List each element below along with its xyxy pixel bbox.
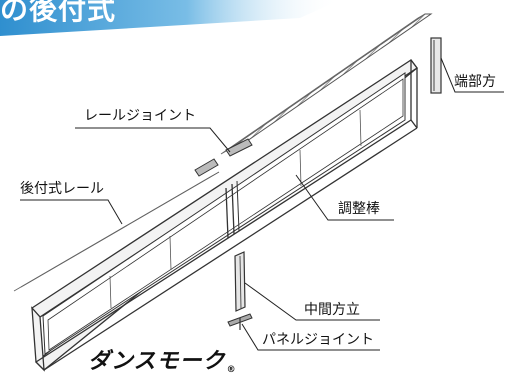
brand-logo: ダンスモーク® [88,343,237,375]
header-banner [0,0,340,36]
label-end-cap: 端部方 [454,74,496,90]
rail-joint-part [194,138,253,177]
adjust-bar-part [225,180,240,239]
top-rail [220,13,433,155]
label-panel-joint: パネルジョイント [262,332,374,348]
label-rail-joint: レールジョイント [84,108,196,124]
center-post-part [234,251,246,312]
end-cap-part [430,37,442,94]
label-rear-rail: 後付式レール [20,181,104,197]
header-title: の後付式 [0,0,117,26]
glass-divisions [109,109,362,309]
rear-rail [13,171,220,292]
panel-joint-part [227,313,253,330]
brand-name: ダンスモーク [88,349,226,374]
leader-lines [20,57,504,351]
registered-mark: ® [226,365,237,375]
label-adjust-bar: 調整棒 [338,201,380,217]
label-center-post: 中間方立 [304,302,360,318]
